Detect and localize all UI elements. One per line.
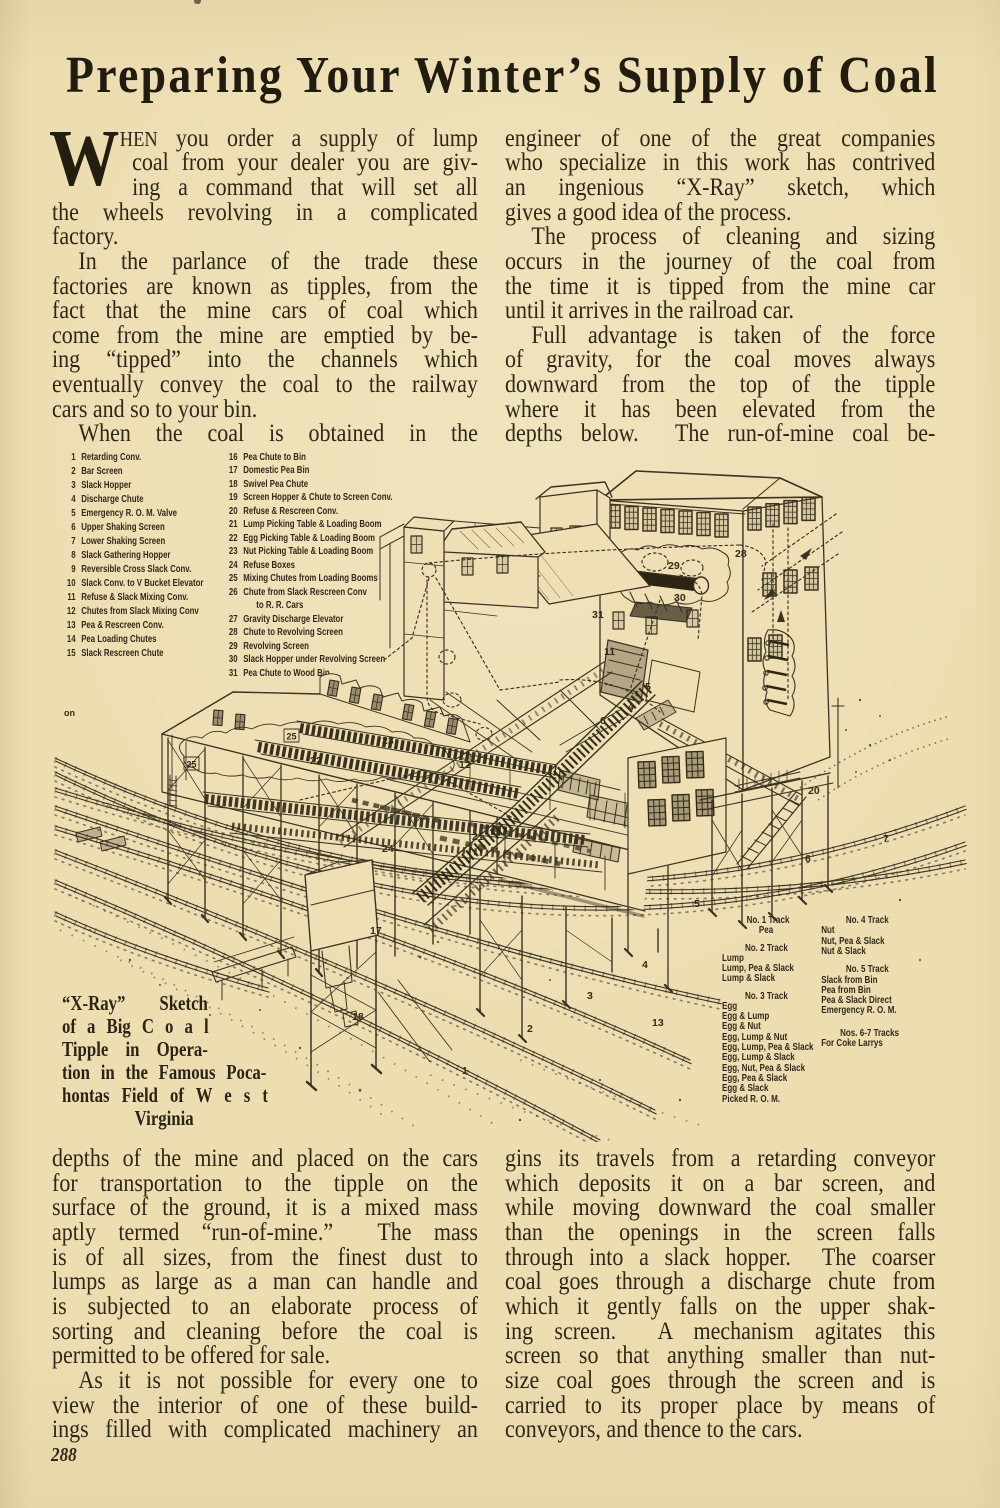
svg-text:30: 30 [674,592,686,604]
svg-text:7: 7 [883,833,889,845]
svg-text:on: on [64,708,75,718]
svg-text:13: 13 [652,1017,664,1029]
svg-text:3: 3 [587,990,593,1002]
svg-text:22: 22 [310,755,322,767]
svg-text:4: 4 [628,701,634,713]
svg-text:27: 27 [776,671,788,683]
svg-text:17: 17 [370,925,382,937]
svg-text:31: 31 [592,609,604,621]
svg-text:25: 25 [287,732,297,742]
svg-text:5: 5 [645,681,651,693]
svg-text:6: 6 [600,715,606,727]
svg-text:25: 25 [187,760,197,770]
svg-text:18: 18 [352,1011,364,1023]
svg-text:23: 23 [382,735,394,747]
svg-text:24: 24 [382,843,394,855]
svg-text:20: 20 [808,785,820,797]
svg-text:4: 4 [642,959,648,971]
svg-text:2: 2 [527,1023,533,1035]
svg-text:5: 5 [694,898,700,910]
svg-text:29: 29 [668,560,680,572]
svg-text:11: 11 [604,646,615,658]
svg-text:28: 28 [735,548,747,560]
svg-text:6: 6 [805,853,811,865]
svg-text:12: 12 [459,759,471,771]
svg-text:1: 1 [462,1065,468,1077]
svg-text:21: 21 [472,831,484,843]
